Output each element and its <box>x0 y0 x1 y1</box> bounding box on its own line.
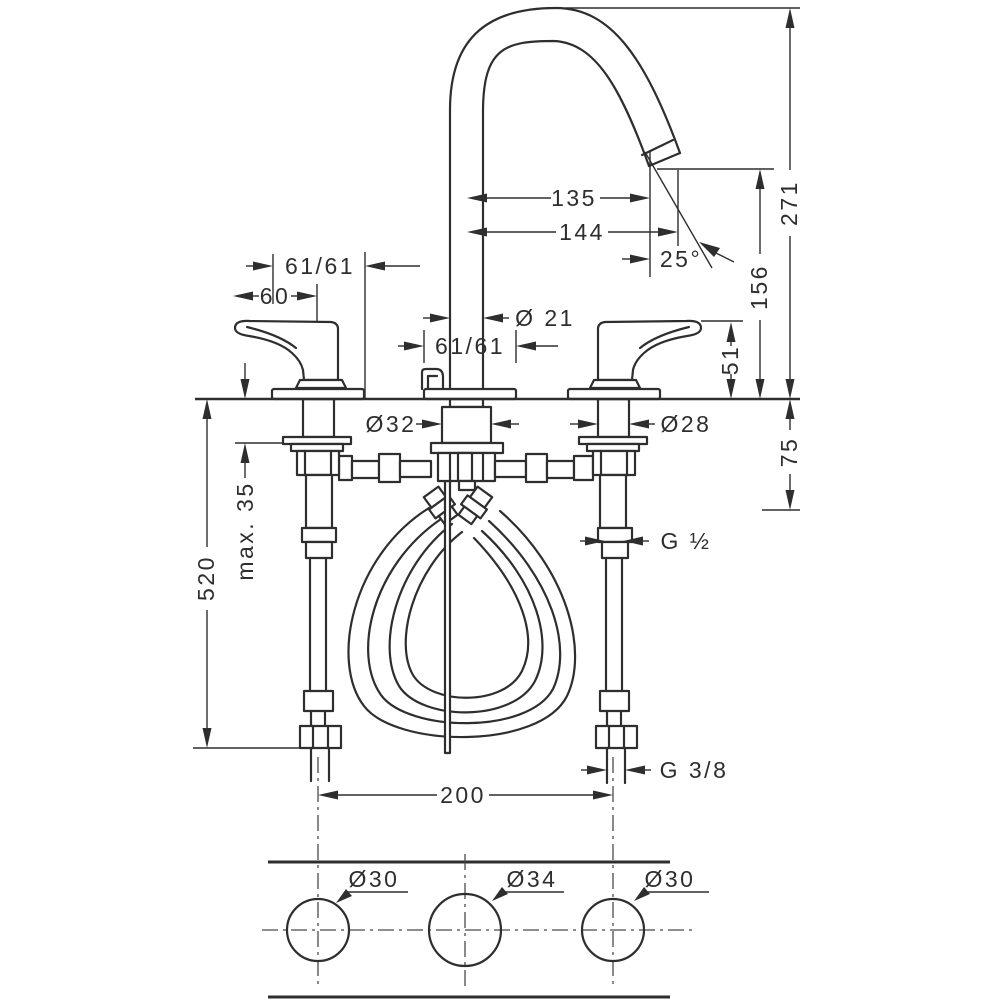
hole-left <box>285 897 351 963</box>
right-threaded-shank <box>596 397 631 439</box>
dimension-hose-thread-g12: G ½ <box>580 528 712 554</box>
dimension-supply-thread-g38: G 3/8 <box>581 757 729 783</box>
dimension-spout-projection-144: 144 <box>467 219 678 245</box>
spout-shank-flange <box>429 441 505 455</box>
dim-label-144: 144 <box>559 219 605 245</box>
dim-label-75: 75 <box>776 437 802 468</box>
dimension-handle-height-51: 51 <box>701 320 743 399</box>
spout <box>448 6 682 391</box>
spout-inner-curve <box>481 39 651 168</box>
hole-label-center: Ø34 <box>507 866 558 892</box>
left-hose-nut <box>298 724 343 750</box>
dimension-max-thickness-35: max. 35 <box>232 363 283 581</box>
hole-right-callout: Ø30 <box>634 866 709 901</box>
right-hose-nut <box>594 724 639 750</box>
left-valve-assembly <box>281 397 353 560</box>
right-handle-escutcheon <box>566 387 662 401</box>
left-supply-hose <box>298 556 343 783</box>
dimension-clearance-75: 75 <box>762 399 802 511</box>
dimension-spout-projection-135: 135 <box>467 185 650 211</box>
dim-label-25deg: 25° <box>660 246 702 272</box>
dimension-left-plate-61-61: 61/61 <box>246 252 420 399</box>
right-handle-lever <box>596 319 703 384</box>
spout-tip <box>647 151 682 168</box>
spout-escutcheon <box>422 387 518 401</box>
dimension-spout-plate-61-61: 61/61 <box>398 330 558 363</box>
left-handle-lever <box>233 319 340 384</box>
left-threaded-shank <box>301 397 336 439</box>
dimension-handle-length-60: 60 <box>233 283 318 321</box>
hole-center-callout: Ø34 <box>492 866 564 901</box>
dim-label-200: 200 <box>440 782 486 808</box>
dim-label-51: 51 <box>717 345 743 376</box>
dimension-total-height-271: 271 <box>565 7 802 399</box>
dimension-spout-shank-32: Ø32 <box>366 411 519 437</box>
left-threaded-rod <box>304 473 334 530</box>
dim-label-135: 135 <box>551 185 597 211</box>
hole-layout: Ø30 Ø34 Ø30 <box>262 757 709 999</box>
left-hose-crimp <box>302 689 335 713</box>
dim-label-271: 271 <box>776 180 802 226</box>
right-supply-hose <box>594 556 639 785</box>
dim-label-520: 520 <box>193 555 219 601</box>
left-valve-body <box>295 449 341 477</box>
left-handle <box>233 319 366 401</box>
dim-label-o32: Ø32 <box>366 411 417 437</box>
hole-label-right: Ø30 <box>645 866 696 892</box>
left-connection-hose <box>337 452 433 484</box>
pop-up-rod-knob <box>420 367 445 391</box>
spout-shank-assembly <box>429 397 505 492</box>
pop-up-rod <box>443 479 452 755</box>
spout-outer-curve <box>448 6 682 155</box>
dim-label-o21: Ø 21 <box>515 305 575 331</box>
dim-label-60: 60 <box>260 283 291 309</box>
right-hose-crimp <box>598 689 631 713</box>
hose-loop <box>347 506 577 739</box>
right-connection-hose <box>493 452 595 484</box>
dimension-handle-shank-28: Ø28 <box>570 411 712 437</box>
dim-label-g-half: G ½ <box>661 528 712 554</box>
dimension-outlet-height-156: 156 <box>657 168 774 399</box>
hole-right <box>580 897 646 963</box>
rod-guide <box>457 479 477 492</box>
dim-label-61-61-center: 61/61 <box>435 333 505 359</box>
dim-label-max-35: max. 35 <box>232 481 258 580</box>
left-handle-escutcheon <box>270 387 366 401</box>
hole-left-callout: Ø30 <box>336 866 408 903</box>
right-threaded-rod <box>598 473 628 530</box>
dim-label-g-three-eighths: G 3/8 <box>660 757 729 783</box>
dim-label-o28: Ø28 <box>661 411 712 437</box>
dim-label-156: 156 <box>746 264 772 310</box>
dimension-hose-length-520: 520 <box>193 399 306 749</box>
hole-label-left: Ø30 <box>349 866 400 892</box>
spout-threaded-shank <box>440 405 493 445</box>
hole-center <box>427 892 503 968</box>
dimension-spout-pipe-21: Ø 21 <box>423 305 575 331</box>
right-valve-assembly <box>577 397 649 560</box>
right-valve-body <box>591 449 637 477</box>
dimension-hole-distance-200: 200 <box>318 782 613 808</box>
dimension-spout-angle-25: 25° <box>622 151 735 277</box>
right-handle <box>566 319 703 401</box>
dim-label-61-61-left: 61/61 <box>285 253 355 279</box>
loop-fitting-right <box>457 485 494 526</box>
